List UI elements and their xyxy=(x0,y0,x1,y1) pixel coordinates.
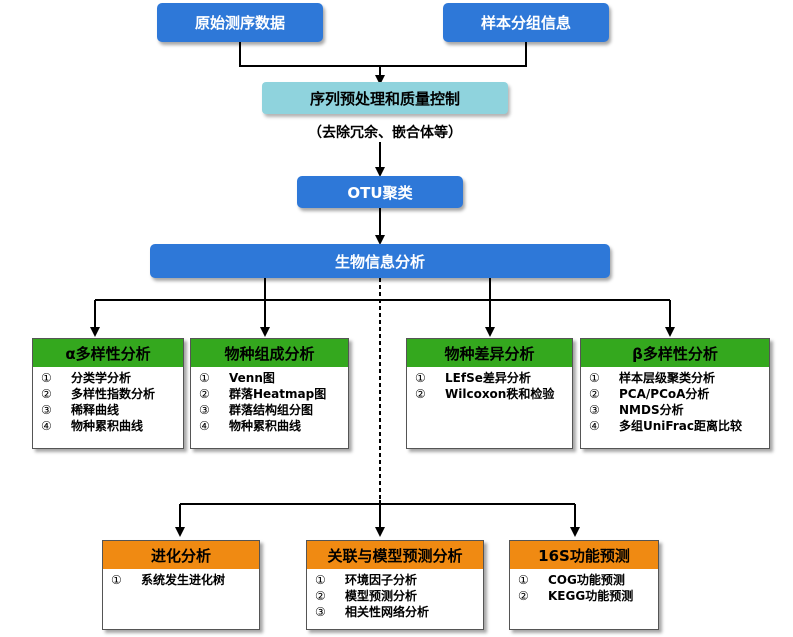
sample-info-label: 样本分组信息 xyxy=(480,14,571,32)
preprocess-label: 序列预处理和质量控制 xyxy=(309,89,460,108)
bioinfo-box: 生物信息分析 xyxy=(150,244,610,278)
card-title: 物种差异分析 xyxy=(407,339,572,367)
card-title: 关联与模型预测分析 xyxy=(307,541,483,569)
card-title: α多样性分析 xyxy=(33,339,183,367)
card-title: β多样性分析 xyxy=(581,339,769,367)
preprocess-note: （去除冗余、嵌合体等） xyxy=(308,125,462,141)
card-title: 16S功能预测 xyxy=(510,541,658,569)
card-title: 进化分析 xyxy=(103,541,259,569)
raw-data-box: 原始测序数据 xyxy=(157,3,323,42)
otu-box: OTU聚类 xyxy=(297,176,463,208)
card-title: 物种组成分析 xyxy=(191,339,348,367)
raw-data-label: 原始测序数据 xyxy=(194,14,285,32)
sample-info-box: 样本分组信息 xyxy=(443,3,609,42)
otu-label: OTU聚类 xyxy=(347,183,413,202)
preprocess-box: 序列预处理和质量控制 xyxy=(262,82,508,114)
bioinfo-label: 生物信息分析 xyxy=(334,252,425,271)
